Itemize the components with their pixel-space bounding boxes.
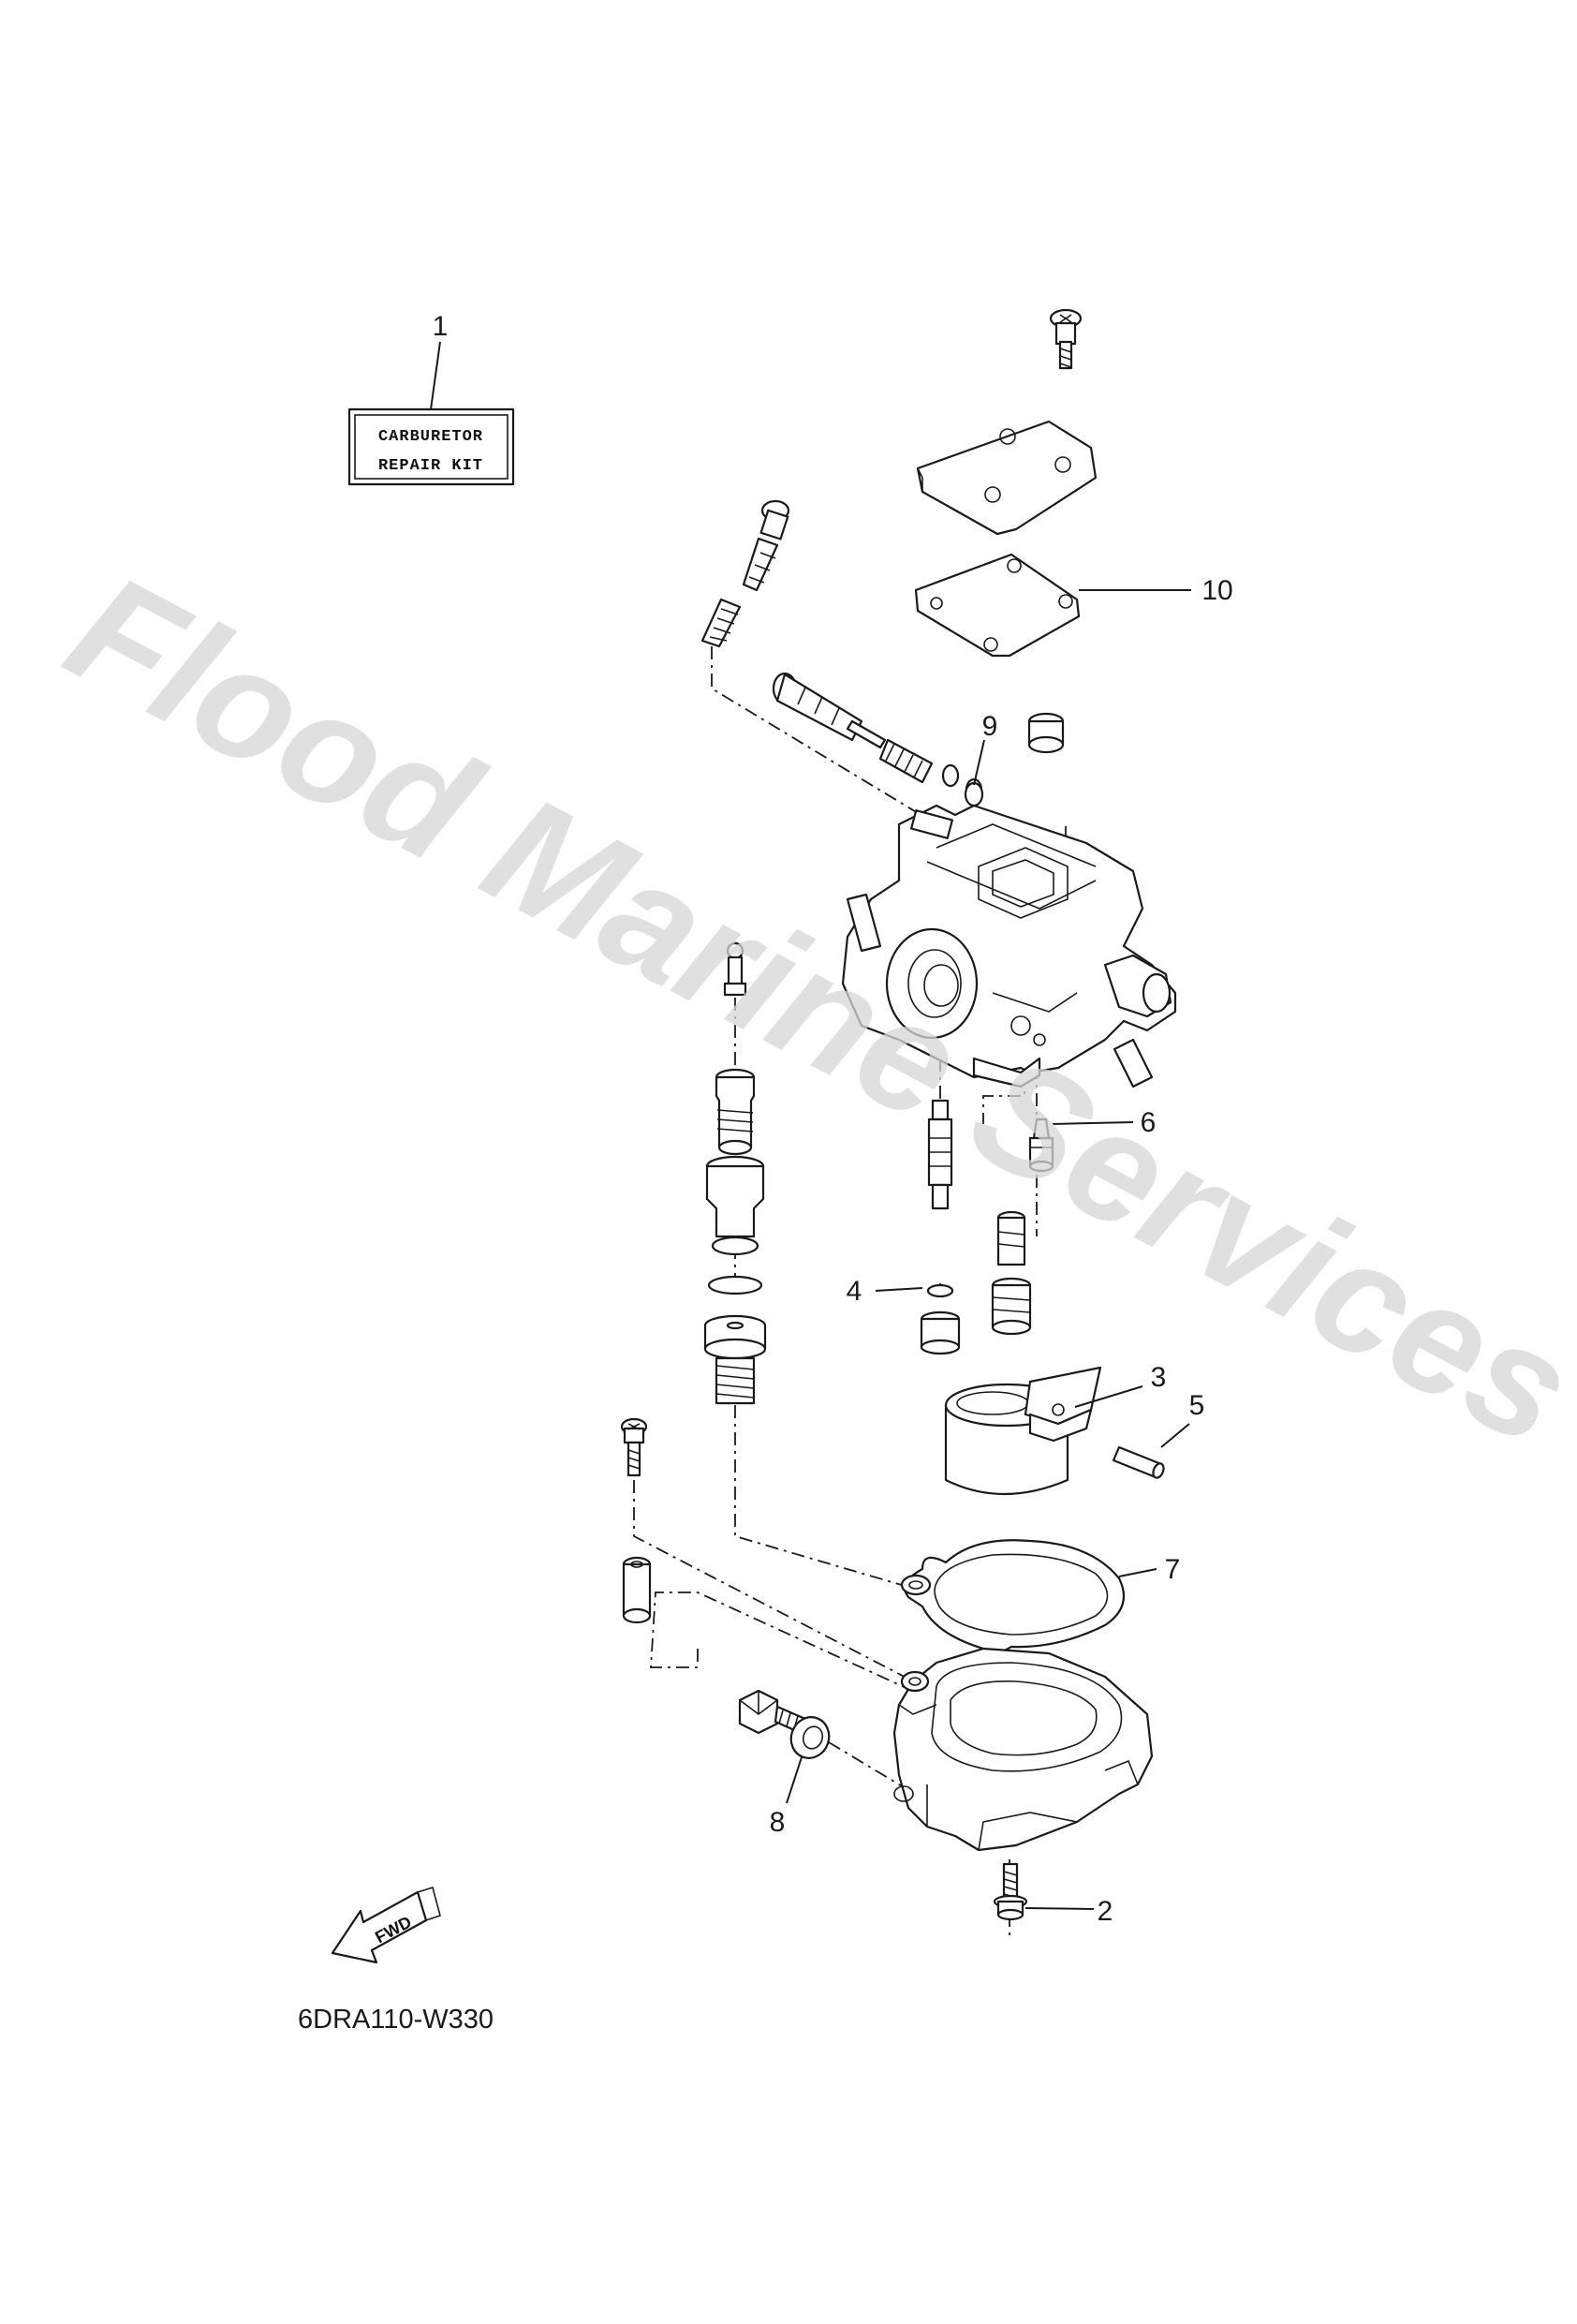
needle-valve xyxy=(1028,1118,1054,1173)
main-nozzle-stack xyxy=(920,1099,961,1355)
callout-9: 9 xyxy=(982,711,998,742)
chamber-screw xyxy=(620,1417,648,1477)
body-cap xyxy=(1027,712,1065,754)
callout-7: 7 xyxy=(1165,1554,1181,1585)
callout-leaders xyxy=(430,341,1191,1910)
throttle-shaft-assembly xyxy=(772,672,983,802)
callout-4: 4 xyxy=(847,1276,862,1307)
carburetor-body xyxy=(841,804,1177,1088)
fwd-direction-arrow: FWD xyxy=(331,1886,441,1964)
callout-1: 1 xyxy=(433,311,449,342)
callout-10: 10 xyxy=(1201,575,1232,606)
watermark-text: Flood Marine Services xyxy=(42,540,1577,1479)
drain-gasket xyxy=(789,1716,831,1759)
float-needle-stack xyxy=(703,941,767,1405)
dowel-sleeve xyxy=(622,1556,652,1624)
diagram-code: 6DRA110-W330 xyxy=(298,2005,494,2035)
cover-plate xyxy=(916,420,1098,536)
o-ring-small xyxy=(964,781,984,807)
float xyxy=(944,1366,1102,1496)
cover-gasket xyxy=(914,553,1081,658)
pilot-jet-stack xyxy=(991,1210,1032,1336)
callout-3: 3 xyxy=(1151,1362,1167,1393)
carburetor-repair-kit-label: CARBURETOR REPAIR KIT xyxy=(347,407,515,486)
cover-screw xyxy=(1049,308,1083,370)
callout-2: 2 xyxy=(1098,1896,1113,1927)
kit-label-line1: CARBURETOR xyxy=(378,428,483,446)
float-pin xyxy=(1112,1445,1165,1479)
callout-6: 6 xyxy=(1141,1107,1157,1138)
pilot-screw-assembly xyxy=(700,499,790,648)
callout-5: 5 xyxy=(1189,1390,1205,1421)
callout-8: 8 xyxy=(770,1807,786,1838)
callout-numbers: 1 2 3 4 5 6 7 8 9 10 xyxy=(433,311,1233,1927)
kit-label-line2: REPAIR KIT xyxy=(378,457,483,475)
float-chamber-gasket xyxy=(900,1539,1126,1662)
float-chamber xyxy=(892,1647,1154,1852)
bottom-screw xyxy=(993,1862,1028,1921)
